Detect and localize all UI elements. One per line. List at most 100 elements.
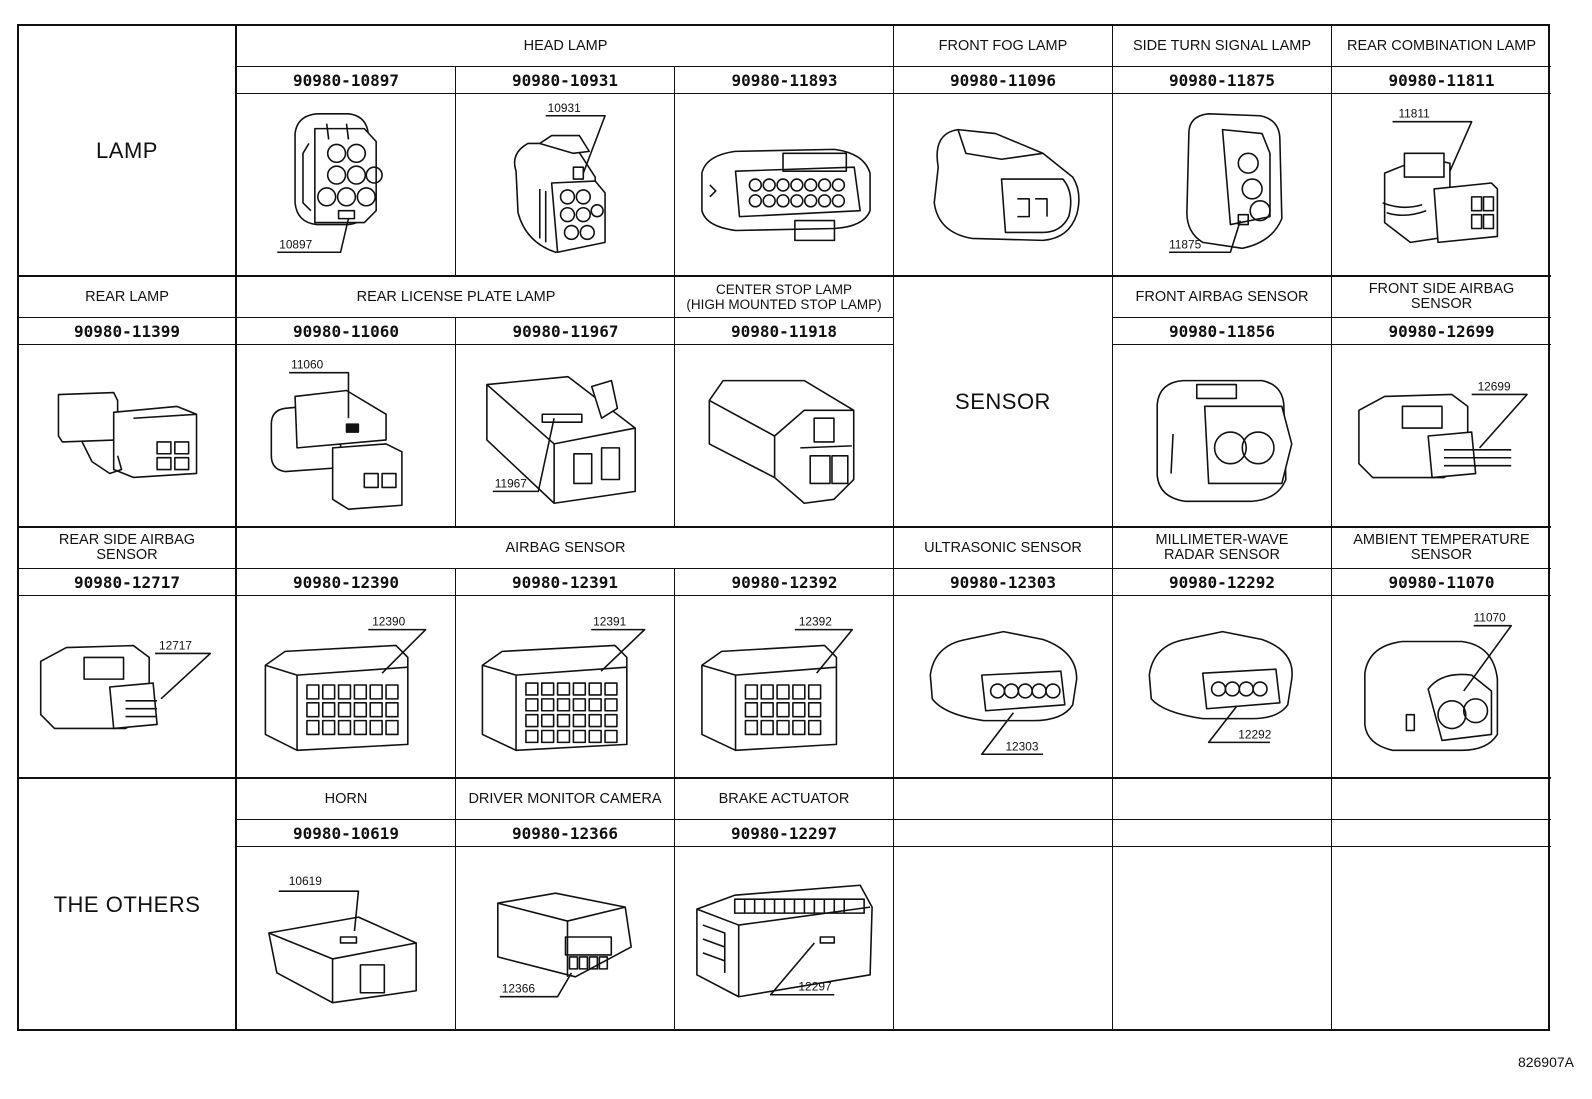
connector-10931-drawing: 10931: [456, 94, 674, 275]
connector-cell-12366: DRIVER MONITOR CAMERA 90980-12366 12366: [456, 779, 675, 1030]
connector-12717-drawing: 12717: [19, 596, 235, 777]
empty-cell: [1332, 779, 1551, 1030]
empty-part: [1332, 819, 1551, 847]
part-number: 90980-12292: [1113, 568, 1331, 596]
connector-11967-drawing: 11967: [456, 345, 675, 526]
connector-11060-drawing: 11060: [237, 345, 455, 526]
part-number: 90980-12717: [19, 568, 235, 596]
connector-name: FRONT SIDE AIRBAG SENSOR: [1368, 281, 1515, 312]
connector-11070-drawing: 11070: [1332, 596, 1551, 777]
empty-name: [894, 779, 1112, 819]
part-number: 90980-12303: [894, 568, 1112, 596]
connector-cell-11893: 90980-11893: [675, 66, 894, 275]
category-others: THE OTHERS: [19, 779, 237, 1030]
part-number: 90980-12297: [675, 819, 893, 847]
callout-12717: 12717: [159, 639, 192, 653]
connector-name: REAR COMBINATION LAMP: [1346, 37, 1537, 54]
callout-10897: 10897: [279, 237, 312, 251]
connector-11918-drawing: [675, 345, 893, 526]
callout-12292: 12292: [1238, 727, 1271, 741]
part-number: 90980-11070: [1332, 568, 1551, 596]
callout-12392: 12392: [799, 615, 832, 629]
connector-cell-11875: SIDE TURN SIGNAL LAMP 90980-11875 11875: [1113, 26, 1332, 277]
connector-cell-11967: 90980-11967 11967: [456, 317, 675, 526]
connector-name: ULTRASONIC SENSOR: [924, 539, 1082, 556]
connector-name: MILLIMETER-WAVE RADAR SENSOR: [1155, 532, 1289, 563]
part-number: 90980-11893: [675, 66, 894, 94]
part-number: 90980-12390: [237, 568, 455, 596]
connector-cell-12297: BRAKE ACTUATOR 90980-12297 12297: [675, 779, 894, 1030]
part-number: 90980-12699: [1332, 317, 1551, 345]
connector-11811-drawing: 11811: [1332, 94, 1551, 275]
airbag-sensor-group: AIRBAG SENSOR 90980-12390 12390 90980: [237, 528, 894, 779]
connector-12390-drawing: 12390: [237, 596, 455, 777]
part-number: 90980-11856: [1113, 317, 1331, 345]
empty-name: [1332, 779, 1551, 819]
connector-11856-drawing: [1113, 345, 1331, 526]
part-number: 90980-11918: [675, 317, 893, 345]
empty-name: [1113, 779, 1331, 819]
callout-12390: 12390: [372, 615, 405, 629]
connector-name: FRONT AIRBAG SENSOR: [1135, 288, 1309, 305]
connector-name: BRAKE ACTUATOR: [718, 790, 850, 807]
callout-10619: 10619: [289, 874, 323, 888]
callout-12699: 12699: [1478, 379, 1511, 393]
callout-11070: 11070: [1474, 611, 1507, 625]
part-number: 90980-11875: [1113, 66, 1331, 94]
connector-name: FRONT FOG LAMP: [938, 37, 1068, 54]
part-number: 90980-12391: [456, 568, 674, 596]
head-lamp-group: HEAD LAMP 90980-10897 10897 9098: [237, 26, 894, 277]
callout-10931: 10931: [548, 101, 581, 115]
connector-cell-12392: 90980-12392 12392: [675, 568, 894, 777]
connector-cell-12292: MILLIMETER-WAVE RADAR SENSOR 90980-12292…: [1113, 528, 1332, 779]
connector-12392-drawing: 12392: [675, 596, 894, 777]
part-number: 90980-12366: [456, 819, 674, 847]
connector-12303-drawing: 12303: [894, 596, 1112, 777]
head-lamp-title: HEAD LAMP: [523, 37, 608, 54]
connector-name: REAR SIDE AIRBAG SENSOR: [58, 532, 196, 563]
empty-cell: [894, 779, 1113, 1030]
category-lamp-label: LAMP: [96, 137, 158, 163]
connector-name: HORN: [324, 790, 368, 807]
connector-cell-11918: CENTER STOP LAMP (HIGH MOUNTED STOP LAMP…: [675, 277, 894, 528]
connector-name: REAR LAMP: [85, 288, 169, 305]
connector-cell-12699: FRONT SIDE AIRBAG SENSOR 90980-12699 126…: [1332, 277, 1551, 528]
connector-11893-drawing: [675, 94, 894, 275]
connector-10619-drawing: 10619: [237, 847, 455, 1030]
part-number: 90980-10619: [237, 819, 455, 847]
connector-cell-11856: FRONT AIRBAG SENSOR 90980-11856: [1113, 277, 1332, 528]
connector-cell-11070: AMBIENT TEMPERATURE SENSOR 90980-11070 1…: [1332, 528, 1551, 779]
connector-cell-12390: 90980-12390 12390: [237, 568, 456, 777]
connector-12699-drawing: 12699: [1332, 345, 1551, 526]
connector-11096-drawing: [894, 94, 1112, 275]
category-sensor: SENSOR: [894, 277, 1113, 528]
connector-name: AMBIENT TEMPERATURE SENSOR: [1353, 532, 1530, 563]
airbag-sensor-title: AIRBAG SENSOR: [505, 539, 626, 556]
empty-cell: [1113, 779, 1332, 1030]
connector-12292-drawing: 12292: [1113, 596, 1331, 777]
callout-12366: 12366: [502, 982, 536, 996]
figure-code: 826907A: [1517, 1054, 1574, 1070]
callout-12391: 12391: [593, 615, 626, 629]
connector-12366-drawing: 12366: [456, 847, 674, 1030]
connector-10897-drawing: 10897: [237, 94, 455, 275]
connector-cell-11811: REAR COMBINATION LAMP 90980-11811 11811: [1332, 26, 1551, 277]
callout-12303: 12303: [1005, 739, 1038, 753]
callout-11811: 11811: [1398, 107, 1430, 121]
connector-12297-drawing: 12297: [675, 847, 893, 1030]
category-others-label: THE OTHERS: [53, 891, 201, 917]
connector-cell-11399: REAR LAMP 90980-11399: [19, 277, 237, 528]
rear-license-title: REAR LICENSE PLATE LAMP: [356, 288, 556, 305]
empty-part: [894, 819, 1112, 847]
part-number: 90980-12392: [675, 568, 894, 596]
connector-cell-10931: 90980-10931 10931: [456, 66, 675, 275]
part-number: 90980-11399: [19, 317, 235, 345]
connector-table: LAMP HEAD LAMP 90980-10897 10897: [17, 24, 1551, 1031]
rear-license-group: REAR LICENSE PLATE LAMP 90980-11060 1106…: [237, 277, 675, 528]
connector-cell-11096: FRONT FOG LAMP 90980-11096: [894, 26, 1113, 277]
connector-11399-drawing: [19, 345, 235, 526]
connector-12391-drawing: 12391: [456, 596, 674, 777]
connector-cell-11060: 90980-11060 11060: [237, 317, 456, 526]
callout-11967: 11967: [495, 476, 527, 490]
callout-11875: 11875: [1169, 237, 1202, 251]
